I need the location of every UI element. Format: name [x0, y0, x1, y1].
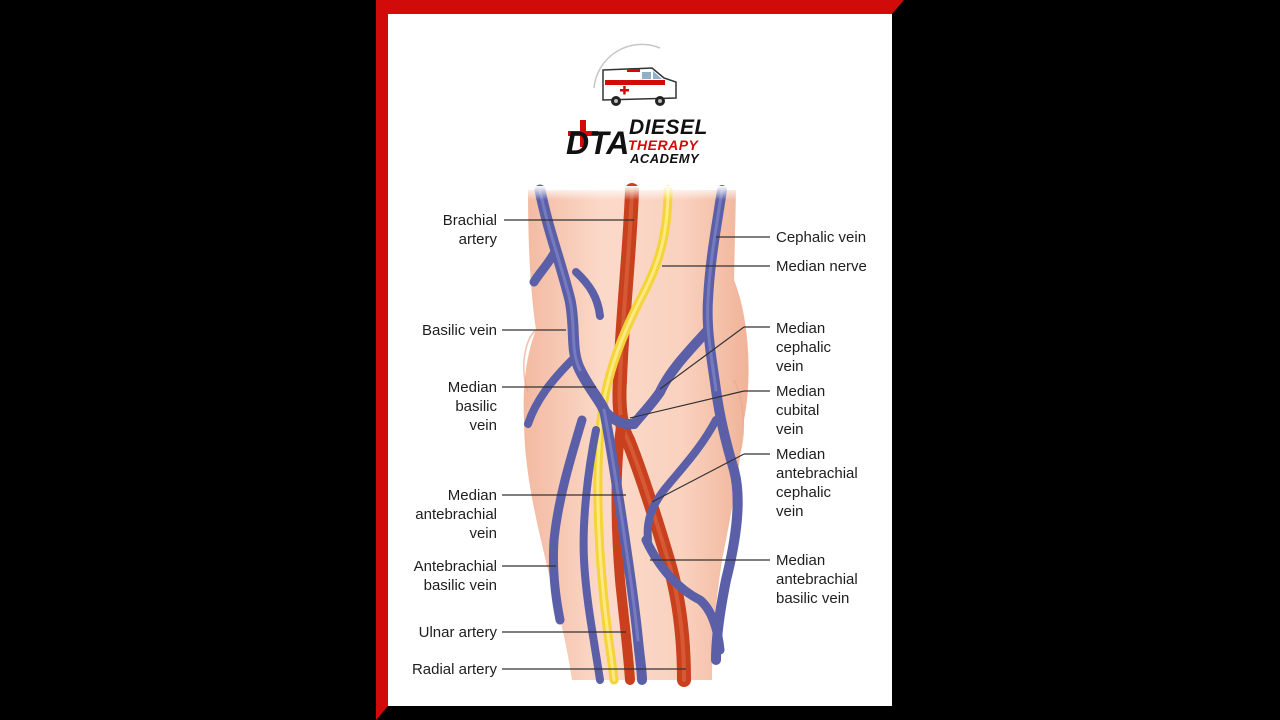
label-median-cephalic-vein: Median cephalic vein: [776, 320, 832, 375]
label-cephalic-vein: Cephalic vein: [776, 229, 867, 246]
label-median-cubital-vein: Median cubital vein: [776, 383, 826, 438]
label-antebrachial-basilic-vein: Antebrachial basilic vein: [413, 558, 497, 594]
ambulance-icon: [593, 43, 677, 106]
label-radial-artery: Radial artery: [411, 661, 497, 678]
label-median-antebrachial-vein: Median antebrachial vein: [415, 487, 497, 542]
label-brachial-artery: Brachial artery: [442, 212, 497, 248]
svg-text:DTA: DTA: [566, 125, 629, 161]
label-median-nerve: Median nerve: [776, 258, 867, 275]
label-median-basilic-vein: Median basilic vein: [447, 379, 497, 434]
label-basilic-vein: Basilic vein: [421, 322, 497, 339]
label-median-antebrachial-basilic-vein: Median antebrachial basilic vein: [776, 552, 858, 607]
label-median-antebrachial-cephalic-vein: Median antebrachial cephalic vein: [776, 446, 858, 520]
dta-logo-mark: DTA: [566, 120, 629, 161]
forearm-illustration: [520, 183, 750, 687]
logo-text-diesel: DIESEL: [629, 116, 708, 139]
logo-text-academy: ACADEMY: [630, 151, 700, 166]
leader-lines: [502, 219, 770, 670]
logo-text-therapy: THERAPY: [628, 137, 699, 153]
label-ulnar-artery: Ulnar artery: [418, 624, 497, 641]
